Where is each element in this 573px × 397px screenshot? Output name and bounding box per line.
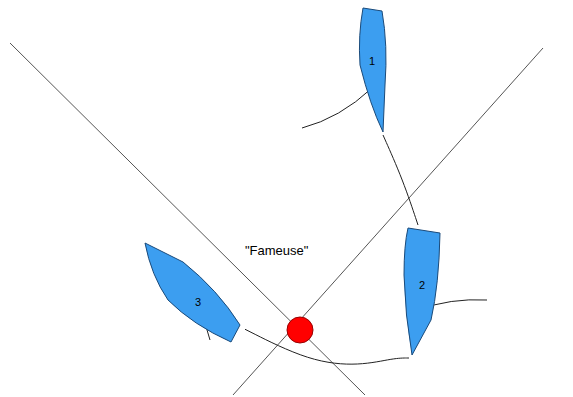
boat-hull: 3 [143, 240, 245, 345]
boat-track [245, 329, 409, 364]
boom-line [302, 88, 372, 128]
boat-outline [359, 8, 386, 132]
boat-shape [143, 240, 245, 345]
layline [233, 48, 543, 395]
boat-hull: 1 [355, 5, 390, 135]
layline [10, 43, 365, 395]
boat-number: 3 [195, 296, 201, 308]
boat-shape [400, 225, 445, 358]
boat-shape [355, 5, 390, 135]
mark-buoy [287, 317, 313, 343]
boat-number: 2 [419, 279, 425, 291]
boat-hull: 2 [400, 225, 445, 358]
boat-outline [404, 228, 440, 355]
boat-track [383, 135, 418, 225]
mark-name: "Fameuse" [243, 243, 310, 258]
boat-number: 1 [369, 55, 375, 67]
boat-outline [145, 243, 240, 342]
